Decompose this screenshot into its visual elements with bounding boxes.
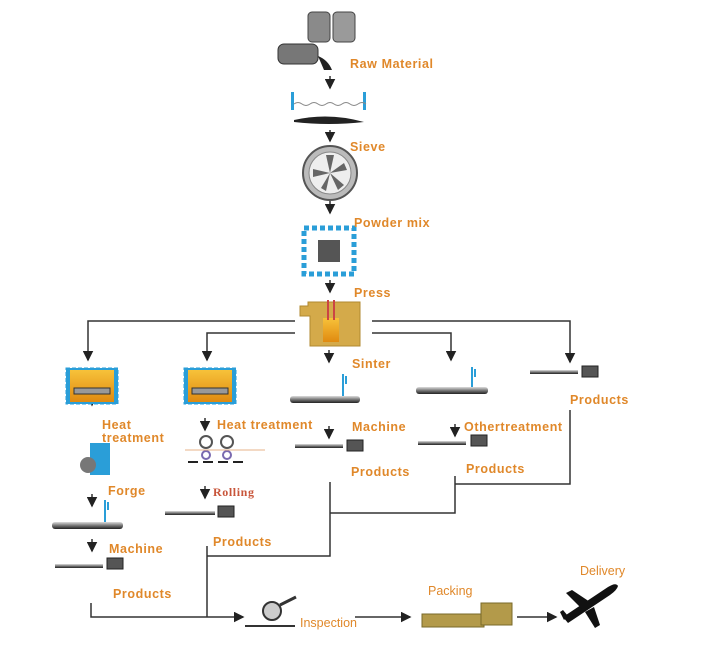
label-forge: Forge <box>108 484 146 498</box>
label-treatment: treatment <box>102 431 165 445</box>
label-sinter: Sinter <box>352 357 392 371</box>
label-sieve: Sieve <box>350 140 386 154</box>
sinter-bar-icon <box>290 374 360 403</box>
furnace-icon <box>183 367 237 405</box>
label-heat-treatment: Heat treatment <box>217 418 313 432</box>
product-part-icon <box>295 439 364 452</box>
label-delivery: Delivery <box>580 564 626 578</box>
label-machine: Machine <box>352 420 407 434</box>
press-icon <box>299 300 361 347</box>
product-part-icon <box>165 505 235 518</box>
other-bar-icon <box>416 367 488 394</box>
label-products: Products <box>213 535 272 549</box>
raw-material-barrels-icon <box>277 11 356 70</box>
label-powder-mix: Powder mix <box>354 216 431 230</box>
product-part-icon <box>55 557 124 570</box>
forge-press-icon <box>80 443 110 475</box>
product-part-icon <box>418 434 488 447</box>
label-othertreatment: Othertreatment <box>464 420 563 434</box>
label-products: Products <box>466 462 525 476</box>
rolling-mill-icon <box>185 435 265 463</box>
label-heat: Heat <box>102 418 132 432</box>
flow-lines <box>82 76 576 623</box>
sieve-tray-icon <box>291 92 367 124</box>
label-products: Products <box>351 465 410 479</box>
label-press: Press <box>354 286 392 300</box>
label-inspection: Inspection <box>300 616 357 630</box>
forge-bar-icon <box>52 500 123 529</box>
airplane-icon <box>560 584 618 628</box>
label-products: Products <box>570 393 629 407</box>
sieve-fan-icon <box>302 145 358 201</box>
label-packing: Packing <box>428 584 473 598</box>
furnace-icon <box>65 367 119 405</box>
label-raw-material: Raw Material <box>350 57 434 71</box>
product-part-icon <box>530 365 599 378</box>
inspection-magnifier-icon <box>245 595 297 627</box>
packing-boxes-icon <box>421 602 513 628</box>
powder-mix-icon <box>301 225 357 277</box>
label-machine: Machine <box>109 542 164 556</box>
label-rolling: Rolling <box>213 485 255 499</box>
label-products: Products <box>113 587 172 601</box>
